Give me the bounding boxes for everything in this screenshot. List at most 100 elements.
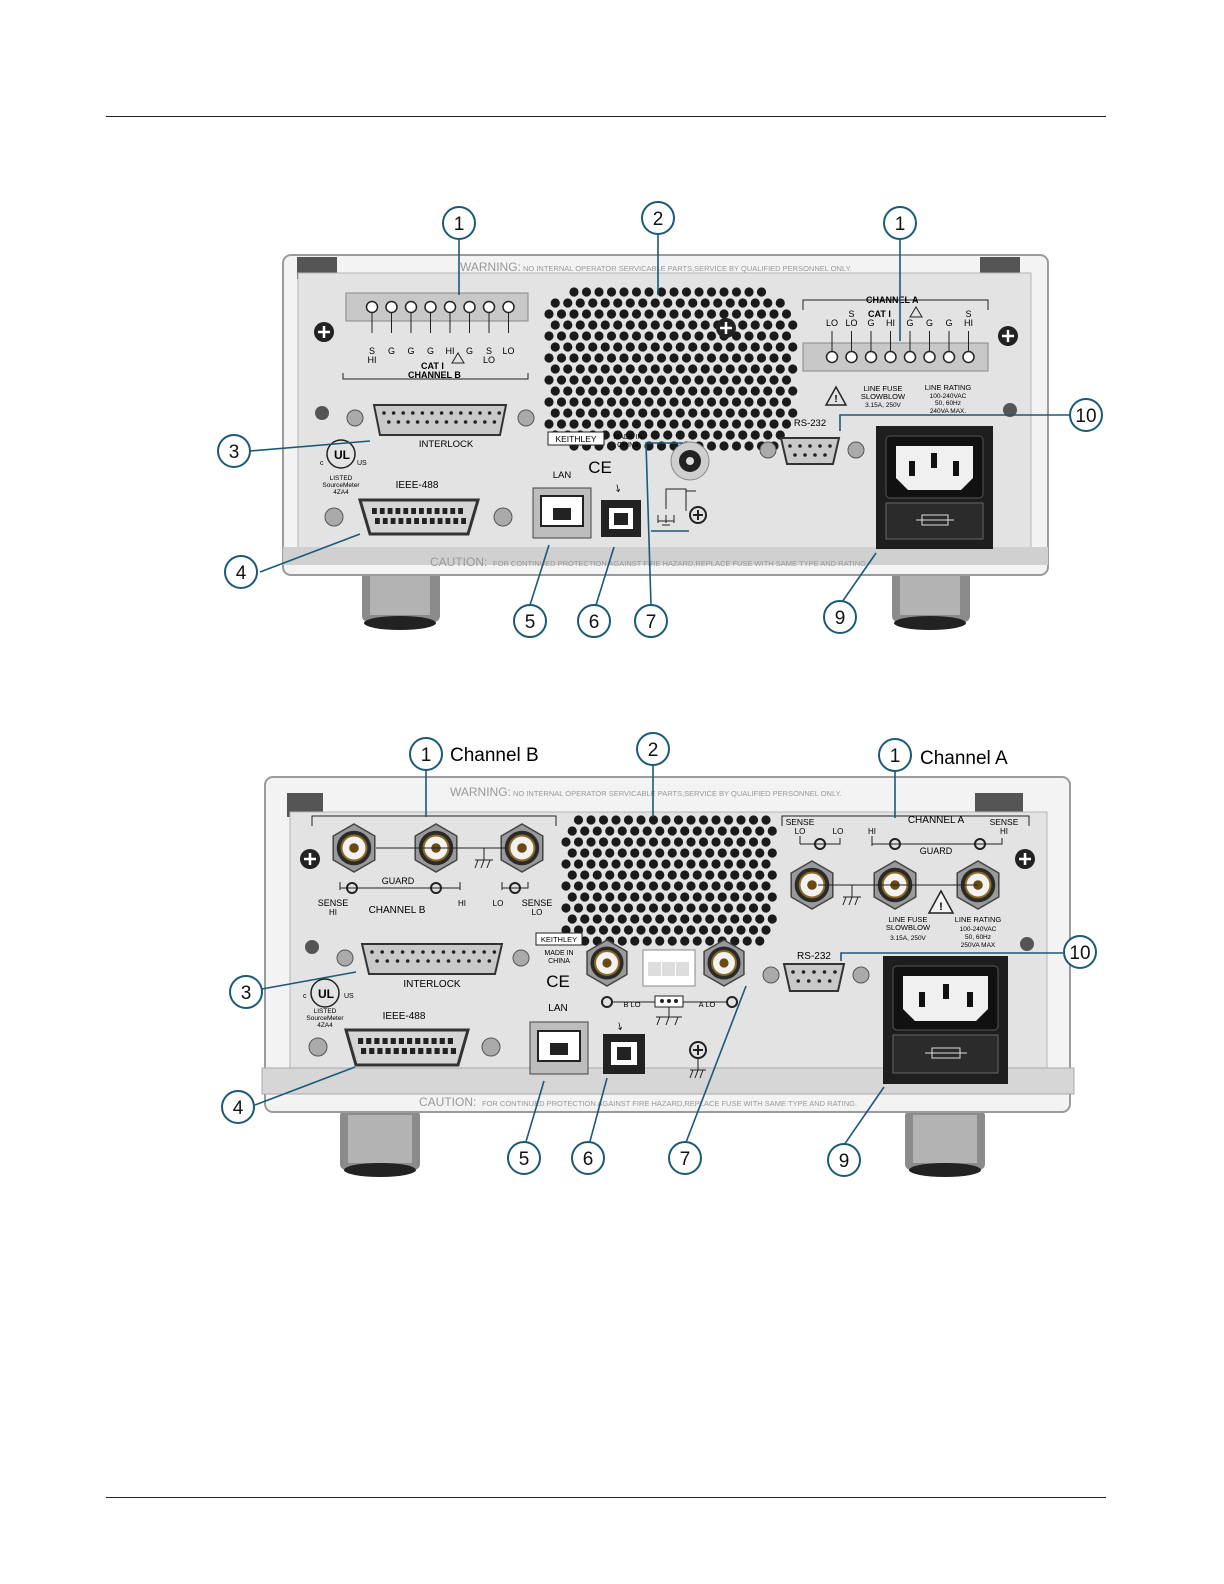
vent-hole [663, 298, 673, 308]
ieee-label: IEEE-488 [396, 480, 439, 491]
callout-number: 1 [890, 746, 901, 767]
connector-pin [449, 411, 454, 415]
terminal-pin[interactable] [365, 300, 379, 314]
vent-hole [661, 903, 671, 913]
vent-hole [769, 419, 779, 429]
vent-hole [550, 364, 560, 374]
vent-hole [725, 364, 735, 374]
terminal-pin[interactable] [825, 350, 839, 364]
connector-pin [497, 411, 502, 415]
vent-hole [592, 892, 602, 902]
vent-hole [586, 925, 596, 935]
vent-hole [619, 397, 629, 407]
vent-hole [719, 441, 729, 451]
vent-hole [686, 859, 696, 869]
vent-hole [655, 826, 665, 836]
terminal-pin[interactable] [463, 300, 476, 314]
channel-b-title: CHANNEL B [369, 905, 426, 916]
vent-hole [630, 936, 640, 946]
a-lo-label: A LO [699, 1000, 716, 1009]
lan-port[interactable] [529, 1021, 589, 1075]
vent-hole [581, 287, 592, 297]
vent-hole [569, 397, 579, 407]
connector-pin [411, 508, 416, 514]
callout-6 [577, 604, 611, 638]
callout-2 [641, 201, 675, 235]
connector-pin [430, 411, 434, 415]
vent-hole [592, 848, 602, 858]
callout-6 [571, 1141, 605, 1175]
terminal-pin[interactable] [942, 350, 956, 364]
terminal-pin[interactable] [385, 300, 398, 314]
ac-power-module[interactable] [876, 426, 993, 549]
vent-hole [698, 903, 709, 913]
rs232-connector[interactable] [759, 437, 865, 465]
terminal-pin[interactable] [502, 300, 515, 314]
caution-text: FOR CONTINUED PROTECTION AGAINST FIRE HA… [482, 1099, 857, 1108]
vent-hole [661, 837, 671, 847]
callout-2 [636, 732, 670, 766]
connector-pin [395, 508, 401, 514]
vent-hole [561, 925, 571, 935]
channel-b-hi: HI [458, 899, 466, 908]
terminal-pin[interactable] [864, 350, 878, 364]
vent-hole [556, 375, 567, 385]
rs232-connector[interactable] [762, 963, 870, 992]
connector-pin [788, 444, 792, 448]
vent-hole [769, 331, 779, 341]
pin-label: HI [368, 355, 377, 365]
rear-panel-diagram-terminal-blocks: WARNING: NO INTERNAL OPERATOR SERVICABLE… [217, 201, 1103, 638]
vent-hole [623, 859, 634, 869]
interlock-connector[interactable] [346, 404, 535, 436]
terminal-pin[interactable] [404, 300, 418, 314]
vent-hole [636, 837, 646, 847]
terminal-pin[interactable] [443, 300, 457, 314]
ul-line-2: SourceMeter [322, 482, 360, 489]
vent-hole [569, 375, 579, 385]
callout-4 [224, 555, 258, 589]
vent-hole [561, 837, 571, 847]
interlock-connector[interactable] [336, 943, 530, 975]
vent-hole [738, 408, 748, 418]
vent-hole [638, 430, 648, 440]
callout-number: 1 [454, 214, 465, 235]
vent-hole [650, 342, 660, 352]
vent-hole [675, 320, 685, 330]
lan-port[interactable] [532, 487, 592, 539]
terminal-pin[interactable] [845, 350, 858, 364]
connector-pin [393, 1048, 399, 1054]
vent-hole [719, 419, 729, 429]
triax-center-pin [807, 880, 817, 890]
terminal-pin[interactable] [884, 350, 897, 364]
vent-hole [600, 342, 610, 352]
callout-number: 5 [525, 612, 536, 633]
vent-hole [706, 287, 717, 297]
vent-hole [694, 287, 704, 297]
usb-port[interactable] [601, 500, 641, 537]
connector-pin [483, 420, 487, 424]
float-switch[interactable] [642, 949, 696, 987]
callout-number: 5 [519, 1149, 530, 1170]
terminal-pin[interactable] [482, 300, 496, 314]
terminal-pin[interactable] [962, 350, 975, 364]
vent-hole [619, 287, 629, 297]
vent-hole [767, 892, 777, 902]
vent-hole [756, 309, 767, 319]
chassis-ground-binding-post[interactable] [670, 441, 710, 481]
vent-hole [673, 837, 684, 847]
terminal-pin[interactable] [424, 300, 437, 314]
connector-pin [462, 950, 466, 954]
rating-line-3: 50, 60Hz [965, 934, 991, 941]
usb-port[interactable] [603, 1034, 645, 1074]
vent-hole [669, 331, 679, 341]
vent-hole [725, 386, 735, 396]
terminal-pin[interactable] [903, 350, 917, 364]
vent-hole [680, 826, 690, 836]
vent-hole [788, 408, 798, 418]
pin-label: LO [845, 318, 857, 328]
ac-power-module[interactable] [883, 956, 1008, 1084]
terminal-pin[interactable] [923, 350, 936, 364]
warning-triangle-icon [909, 306, 923, 318]
connector-pin [426, 508, 432, 514]
connector-pin [382, 518, 388, 524]
